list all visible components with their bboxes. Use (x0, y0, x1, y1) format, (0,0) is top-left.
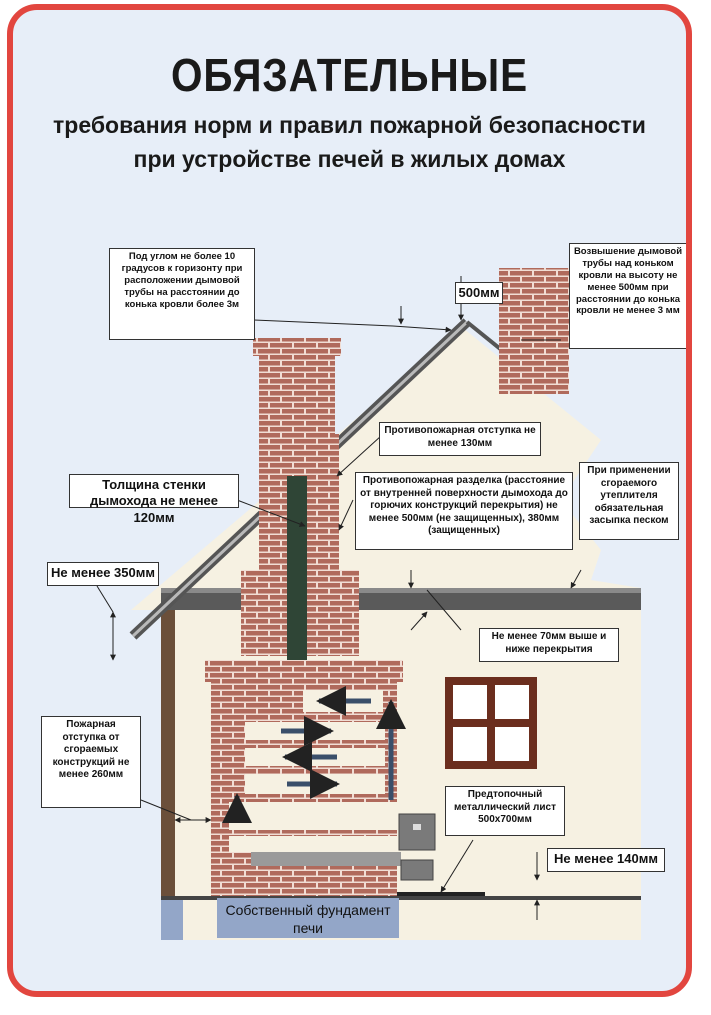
label-insulation: При применении сгораемого утеплителя обя… (579, 462, 679, 540)
label-wall-thickness: Толщина стенки дымохода не менее 120мм (69, 474, 239, 525)
label-min-70: Не менее 70мм выше и ниже перекрытия (479, 628, 619, 662)
ash-door (400, 859, 434, 881)
label-angle-rule: Под углом не более 10 градусов к горизон… (109, 248, 255, 340)
stove-door (398, 813, 436, 851)
label-fire-gap-260: Пожарная отступка от сгораемых конструкц… (41, 716, 141, 808)
label-dim-500: 500мм (455, 282, 503, 304)
ridge-chimney (499, 268, 569, 394)
poster: ОБЯЗАТЕЛЬНЫЕ требования норм и правил по… (7, 4, 692, 997)
label-pre-furnace-sheet: Предтопочный металлический лист 500х700м… (445, 786, 565, 836)
stove-diagram: Под углом не более 10 градусов к горизон… (41, 240, 686, 940)
log-wall (161, 610, 175, 900)
subtitle-line-1: требования норм и правил пожарной безопа… (53, 112, 646, 138)
page-title: ОБЯЗАТЕЛЬНЫЕ (171, 49, 528, 101)
label-min-350: Не менее 350мм (47, 562, 159, 586)
label-fire-cut: Противопожарная разделка (расстояние от … (355, 472, 573, 550)
subtitle-line-2: при устройстве печей в жилых домах (133, 146, 566, 172)
label-fire-gap-130: Противопожарная отступка не менее 130мм (379, 422, 541, 456)
floor (161, 896, 641, 900)
label-min-140: Не менее 140мм (547, 848, 665, 872)
label-height-rule: Возвышение дымовой трубы над коньком кро… (569, 243, 686, 349)
label-foundation: Собственный фундамент печи (217, 898, 399, 938)
pre-furnace-sheet (397, 892, 485, 898)
